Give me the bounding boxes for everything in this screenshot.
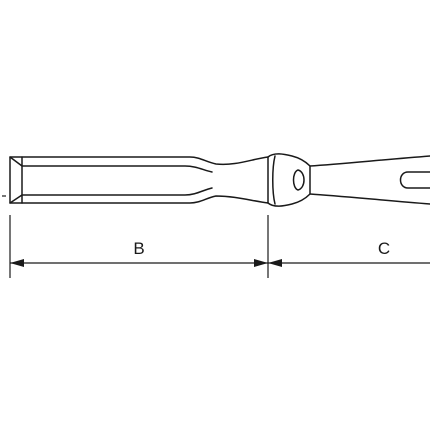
ferrule-notch bbox=[292, 169, 305, 191]
chisel bbox=[9, 153, 430, 207]
dimension-c bbox=[268, 259, 430, 267]
blade-bevel bbox=[9, 156, 23, 204]
chisel-handle bbox=[309, 155, 430, 205]
dimension-label-c: C bbox=[378, 239, 390, 258]
extension-lines bbox=[2, 195, 269, 278]
blade-face-line-lower bbox=[21, 187, 213, 196]
chisel-ferrule bbox=[267, 153, 311, 207]
chisel-blade bbox=[9, 156, 269, 204]
blade-face-line bbox=[21, 165, 213, 173]
dimension-label-b: B bbox=[133, 239, 144, 258]
arrowhead-b-left bbox=[10, 259, 24, 267]
ferrule-ring bbox=[272, 155, 276, 205]
arrowhead-b-right bbox=[254, 259, 268, 267]
dimension-b bbox=[10, 259, 268, 267]
handle-hang-hole bbox=[399, 171, 430, 189]
arrowhead-c-left bbox=[268, 259, 282, 267]
